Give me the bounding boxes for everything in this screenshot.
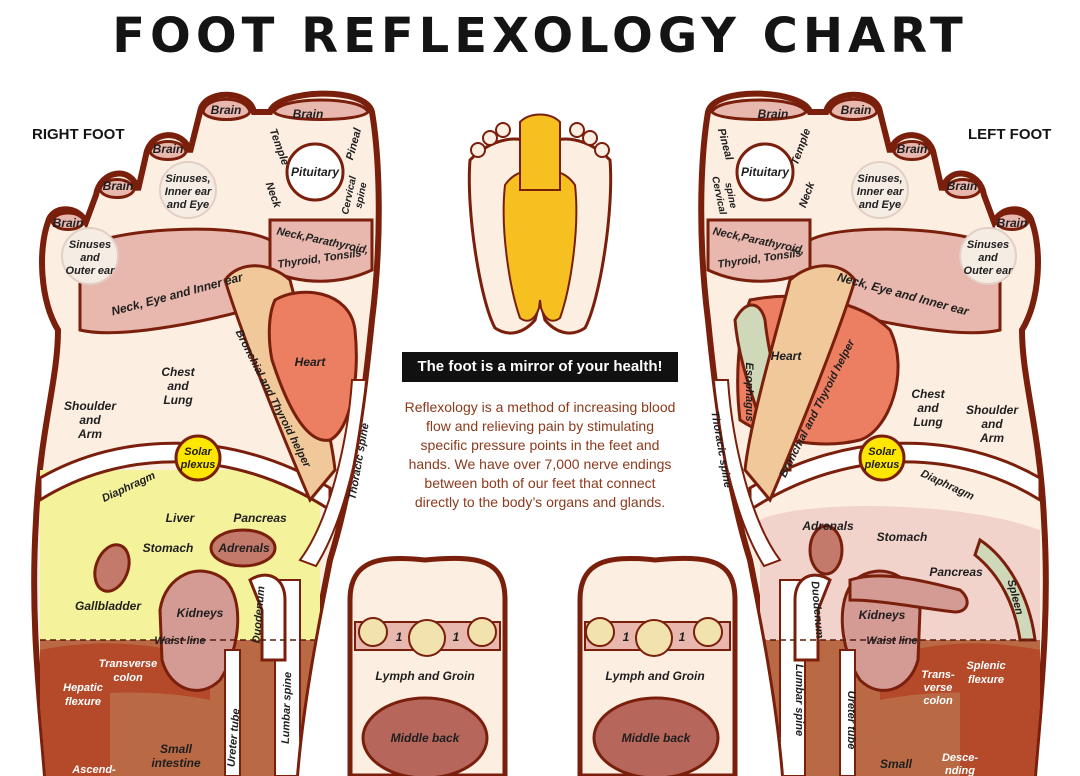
pancreas-label: Pancreas	[929, 565, 983, 579]
transverse-colon-label: Trans-	[921, 669, 955, 681]
brain-label: Brain	[293, 107, 324, 121]
sinuses-label: Inner ear	[857, 186, 904, 198]
kidneys-label: Kidneys	[177, 606, 224, 620]
waist-line-label: Waist line	[866, 635, 917, 647]
right-foot-label: RIGHT FOOT	[32, 126, 125, 143]
reflexology-description: Reflexology is a method of increasing bl…	[404, 399, 676, 510]
stomach-label: Stomach	[143, 541, 194, 555]
shoulder-arm-label: Shoulder	[64, 399, 117, 413]
shoulder-arm-label: Arm	[77, 427, 102, 441]
right-heel-panel: 1 1 Lymph and Groin Middle back	[347, 555, 508, 776]
esophagus-label: Esophagus	[743, 362, 755, 421]
left-foot: Brain Brain Brain Brain Brain Sinuses, I…	[698, 90, 1049, 776]
lymph-groin-label: Lymph and Groin	[375, 669, 474, 683]
sinuses-label: and Eye	[859, 199, 901, 211]
lymph-number: 1	[453, 630, 460, 644]
brain-label: Brain	[947, 179, 978, 193]
descending-colon-label: Desce-	[942, 752, 978, 764]
sinuses-outer-label: Outer ear	[66, 265, 116, 277]
chest-lung-label: Lung	[163, 393, 193, 407]
pancreas-label: Pancreas	[233, 511, 287, 525]
health-banner: The foot is a mirror of your health!	[402, 352, 678, 382]
sinuses-outer-label: and	[80, 252, 100, 264]
solar-plexus-label: Solar	[184, 446, 212, 458]
lymph-number: 1	[679, 630, 686, 644]
ureter-tube-label: Ureter tube	[845, 691, 857, 750]
lymph-groin-label: Lymph and Groin	[605, 669, 704, 683]
sinuses-label: Inner ear	[165, 186, 212, 198]
adrenals-label: Adrenals	[217, 541, 270, 555]
brain-label: Brain	[153, 142, 184, 156]
middle-back-label: Middle back	[391, 731, 461, 745]
shoulder-arm-label: and	[79, 413, 101, 427]
brain-label: Brain	[997, 216, 1028, 230]
stomach-label: Stomach	[877, 530, 928, 544]
chest-lung-label: Lung	[913, 415, 943, 429]
brain-label: Brain	[897, 142, 928, 156]
chest-lung-label: and	[917, 401, 939, 415]
left-foot-label: LEFT FOOT	[968, 126, 1052, 143]
ureter-tube-label: Ureter tube	[225, 708, 242, 768]
sinuses-outer-label: Sinuses	[967, 239, 1009, 251]
chart-title: FOOT REFLEXOLOGY CHART	[112, 8, 968, 64]
hepatic-flexure-label: flexure	[65, 696, 101, 708]
descending-colon-label: nding	[945, 765, 975, 776]
brain-label: Brain	[758, 107, 789, 121]
lumbar-spine-label: Lumbar spine	[793, 664, 805, 736]
small-intestine-label: Small	[880, 757, 913, 771]
duodenum-label: Duodenum	[251, 585, 268, 643]
chest-lung-label: Chest	[911, 387, 945, 401]
transverse-colon-label: verse	[924, 682, 953, 694]
transverse-colon-label: Transverse	[99, 658, 158, 670]
transverse-colon-label: colon	[113, 672, 143, 684]
pituitary-label: Pituitary	[741, 165, 790, 179]
brain-label: Brain	[841, 103, 872, 117]
transverse-colon-label: colon	[923, 695, 953, 707]
chest-lung-label: Chest	[161, 365, 195, 379]
shoulder-arm-label: and	[981, 417, 1003, 431]
sinuses-label: and Eye	[167, 199, 209, 211]
ascending-colon-label: Ascend-	[71, 764, 116, 776]
brain-label: Brain	[103, 179, 134, 193]
lymph-number: 1	[623, 630, 630, 644]
left-heel-panel: 1 1 Lymph and Groin Middle back	[577, 555, 738, 776]
small-intestine-label: intestine	[151, 756, 201, 770]
hepatic-flexure-label: Hepatic	[63, 682, 103, 694]
middle-back-label: Middle back	[622, 731, 692, 745]
solar-plexus-label: plexus	[864, 459, 900, 471]
kidneys-label: Kidneys	[859, 608, 906, 622]
brain-label: Brain	[53, 216, 84, 230]
lumbar-spine-label: Lumbar spine	[280, 672, 295, 744]
sinuses-label: Sinuses,	[165, 173, 210, 185]
shoulder-arm-label: Arm	[979, 431, 1004, 445]
chest-lung-label: and	[167, 379, 189, 393]
shoulder-arm-label: Shoulder	[966, 403, 1019, 417]
sinuses-outer-label: and	[978, 252, 998, 264]
adrenals-label: Adrenals	[801, 519, 854, 533]
lymph-number: 1	[396, 630, 403, 644]
sinuses-label: Sinuses,	[857, 173, 902, 185]
right-foot: Brain Brain Brain Brain Brain Sinuses, I…	[31, 90, 382, 776]
feet-silhouette-icon	[467, 113, 613, 335]
liver-label: Liver	[166, 511, 196, 525]
solar-plexus-label: plexus	[180, 459, 216, 471]
sinuses-outer-label: Sinuses	[69, 239, 111, 251]
splenic-flexure-label: Splenic	[966, 660, 1005, 672]
pituitary-label: Pituitary	[291, 165, 340, 179]
gallbladder-label: Gallbladder	[75, 599, 142, 613]
brain-label: Brain	[211, 103, 242, 117]
splenic-flexure-label: flexure	[968, 674, 1004, 686]
small-intestine-label: Small	[160, 742, 193, 756]
cervical-label: spine	[722, 182, 738, 210]
duodenum-label: Duodenum	[809, 581, 826, 639]
cervical-label: spine	[353, 181, 369, 209]
sinuses-outer-label: Outer ear	[964, 265, 1014, 277]
waist-line-label: Waist line	[154, 635, 205, 647]
heart-label: Heart	[295, 355, 327, 369]
solar-plexus-label: Solar	[868, 446, 896, 458]
heart-label: Heart	[771, 349, 803, 363]
